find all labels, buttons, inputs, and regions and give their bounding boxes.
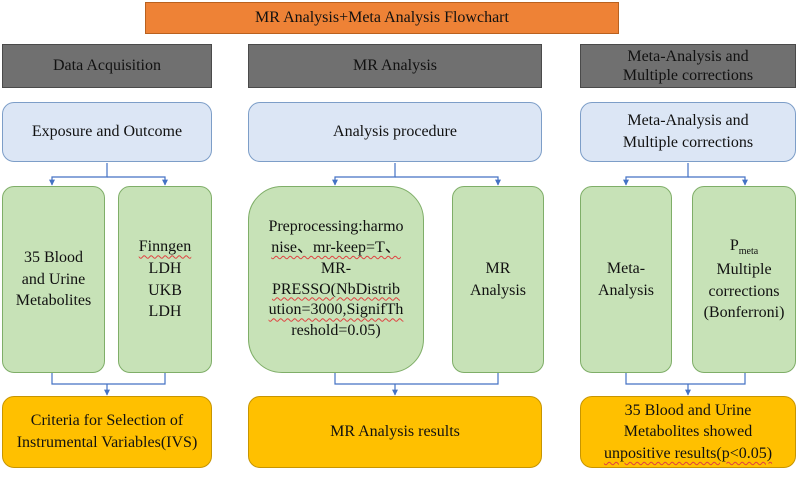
preprocessing-line2: nise、mr-keep=T、 — [271, 238, 401, 256]
multiple-corrections-line4: (Bonferroni) — [703, 304, 785, 322]
preprocessing-line3: MR- — [320, 259, 352, 277]
header-mr-analysis-text: MR Analysis — [352, 57, 437, 75]
finngen-label: Finngen — [138, 238, 192, 256]
preprocessing-box: Preprocessing:harmo nise、mr-keep=T、 MR- … — [248, 186, 424, 373]
preprocessing-line5: ution=3000,SignifTh — [268, 301, 404, 319]
meta-analysis-corrections-line1: Meta-Analysis and — [627, 112, 749, 130]
header-data-acquisition: Data Acquisition — [2, 44, 212, 88]
mr-results-box: MR Analysis results — [248, 396, 542, 468]
metabolites-results-box: 35 Blood and Urine Metabolites showed un… — [580, 396, 796, 468]
metabolites-line3: Metabolites — [15, 292, 92, 310]
meta-analysis-box: Meta- Analysis — [580, 186, 672, 373]
exposure-outcome-text: Exposure and Outcome — [31, 123, 183, 141]
meta-analysis-corrections-line2: Multiple corrections — [622, 134, 754, 151]
analysis-procedure-box: Analysis procedure — [248, 102, 542, 162]
metabolites-results-line1: 35 Blood and Urine — [624, 401, 752, 419]
meta-subscript: meta — [738, 246, 759, 258]
multiple-corrections-box: Pmeta Multiple corrections (Bonferroni) — [692, 186, 796, 373]
ivs-criteria-box: Criteria for Selection of Instrumental V… — [2, 396, 212, 468]
metabolites-line2: and Urine — [21, 270, 86, 288]
preprocessing-line6: reshold=0.05) — [291, 322, 381, 340]
mr-results-text: MR Analysis results — [330, 423, 460, 441]
multiple-corrections-line2: Multiple — [716, 260, 772, 278]
mr-analysis-line1: MR — [485, 259, 511, 277]
blood-urine-metabolites-box: 35 Blood and Urine Metabolites — [2, 186, 105, 373]
header-meta-analysis-line2: Multiple corrections — [622, 67, 754, 84]
mr-analysis-line2: Analysis — [470, 281, 526, 299]
mr-analysis-box: MR Analysis — [452, 186, 544, 373]
ukb-label: UKB — [148, 281, 182, 299]
meta-analysis-line1: Meta- — [606, 259, 646, 277]
p-meta-label: Pmeta — [730, 235, 758, 259]
ivs-criteria-line2: Instrumental Variables(IVS) — [16, 434, 198, 451]
flowchart-title: MR Analysis+Meta Analysis Flowchart — [145, 2, 619, 34]
ldh-label-1: LDH — [148, 259, 182, 277]
multiple-corrections-line3: corrections — [708, 282, 780, 300]
header-meta-analysis-line1: Meta-Analysis and — [627, 47, 749, 65]
ldh-label-2: LDH — [148, 303, 182, 321]
metabolites-results-line2: Metabolites showed — [623, 423, 753, 441]
p-label: P — [729, 237, 739, 255]
preprocessing-line1: Preprocessing:harmo — [268, 218, 404, 236]
flowchart-title-text: MR Analysis+Meta Analysis Flowchart — [255, 9, 509, 27]
preprocessing-line4: PRESSO(NbDistrib — [271, 280, 401, 298]
metabolites-results-line3: unpositive results(p<0.05) — [603, 444, 773, 462]
header-mr-analysis: MR Analysis — [248, 44, 542, 88]
meta-analysis-line2: Analysis — [598, 281, 654, 299]
exposure-outcome-box: Exposure and Outcome — [2, 102, 212, 162]
ivs-criteria-line1: Criteria for Selection of — [30, 412, 184, 430]
meta-analysis-corrections-box: Meta-Analysis and Multiple corrections — [580, 102, 796, 162]
header-data-acquisition-text: Data Acquisition — [53, 57, 161, 75]
header-meta-analysis: Meta-Analysis and Multiple corrections — [580, 44, 796, 88]
analysis-procedure-text: Analysis procedure — [333, 123, 457, 141]
metabolites-line1: 35 Blood — [23, 249, 84, 267]
ldh-sources-box: Finngen LDH UKB LDH — [118, 186, 212, 373]
